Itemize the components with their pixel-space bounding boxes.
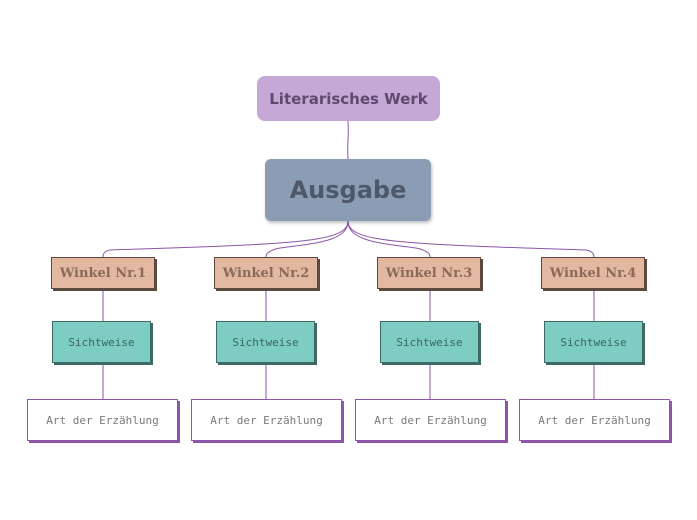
central-node-ausgabe[interactable]: Ausgabe [265, 159, 431, 221]
connector-main-winkel-2 [265, 220, 349, 258]
winkel-node-3[interactable]: Winkel Nr.3 [377, 257, 481, 289]
art-node-label: Art der Erzählung [210, 413, 323, 427]
root-node-literarisches-werk[interactable]: Literarisches Werk [257, 76, 440, 121]
sichtweise-node-label: Sichtweise [232, 335, 299, 349]
art-der-erzaehlung-node-2[interactable]: Art der Erzählung [191, 399, 342, 441]
winkel-node-label: Winkel Nr.4 [549, 265, 637, 281]
sichtweise-node-label: Sichtweise [396, 335, 463, 349]
winkel-node-4[interactable]: Winkel Nr.4 [541, 257, 645, 289]
winkel-node-label: Winkel Nr.2 [222, 265, 310, 281]
connector-main-winkel-3 [347, 220, 431, 258]
winkel-node-label: Winkel Nr.1 [59, 265, 147, 281]
art-der-erzaehlung-node-1[interactable]: Art der Erzählung [27, 399, 178, 441]
sichtweise-node-4[interactable]: Sichtweise [544, 321, 643, 363]
sichtweise-node-1[interactable]: Sichtweise [52, 321, 151, 363]
sichtweise-node-label: Sichtweise [68, 335, 135, 349]
art-node-label: Art der Erzählung [374, 413, 487, 427]
sichtweise-node-label: Sichtweise [560, 335, 627, 349]
root-node-label: Literarisches Werk [269, 89, 428, 108]
art-der-erzaehlung-node-4[interactable]: Art der Erzählung [519, 399, 670, 441]
connector-main-winkel-1 [102, 220, 349, 258]
art-der-erzaehlung-node-3[interactable]: Art der Erzählung [355, 399, 506, 441]
connector-main-winkel-4 [347, 220, 595, 258]
art-node-label: Art der Erzählung [538, 413, 651, 427]
winkel-node-2[interactable]: Winkel Nr.2 [214, 257, 318, 289]
art-node-label: Art der Erzählung [46, 413, 159, 427]
winkel-node-1[interactable]: Winkel Nr.1 [51, 257, 155, 289]
sichtweise-node-2[interactable]: Sichtweise [216, 321, 315, 363]
connector-root-main [347, 120, 349, 160]
sichtweise-node-3[interactable]: Sichtweise [380, 321, 479, 363]
central-node-label: Ausgabe [289, 176, 407, 204]
winkel-node-label: Winkel Nr.3 [385, 265, 473, 281]
